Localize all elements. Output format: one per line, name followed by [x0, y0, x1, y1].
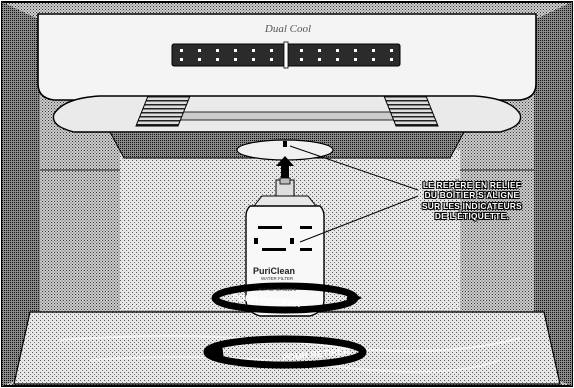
receptacle-mark — [283, 141, 287, 147]
alignment-callout: LE REPÈRE EN RELIEF DU BOÎTIER S'ALIGNE … — [392, 180, 552, 221]
callout-line-1: LE REPÈRE EN RELIEF — [392, 180, 552, 190]
filter-brand: PuriClean — [253, 266, 295, 276]
callout-line-2: DU BOÎTIER S'ALIGNE — [392, 190, 552, 200]
panel-brand: Dual Cool — [258, 23, 318, 35]
callout-line-4: DE L'ÉTIQUETTE. — [392, 211, 552, 221]
housing-slot — [150, 112, 424, 120]
filter-part-number: Part No. 46-9915 3 — [258, 287, 296, 292]
callout-line-3: SUR LES INDICATEURS — [392, 201, 552, 211]
filter-subtitle: WATER FILTER — [261, 276, 293, 281]
display-divider — [284, 42, 288, 68]
lower-shelf — [14, 312, 560, 384]
